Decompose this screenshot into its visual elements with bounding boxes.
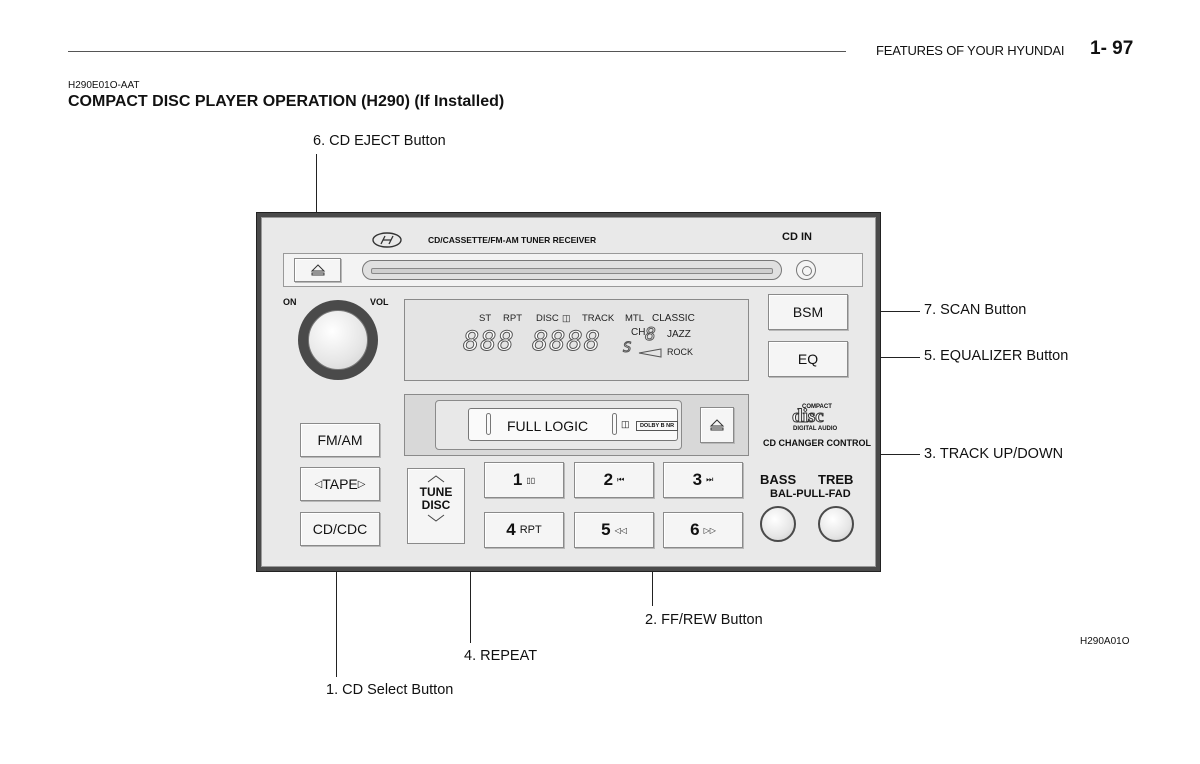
leader-scan <box>844 311 920 312</box>
callout-track: 3. TRACK UP/DOWN <box>924 446 1064 462</box>
preset-5-rewind-button[interactable]: 5 ◁◁ <box>574 512 654 548</box>
rewind-icon: ◁◁ <box>614 525 627 535</box>
signal-wedge-icon <box>638 348 662 358</box>
preset-2-track-down-button[interactable]: 2 ⏮ <box>574 462 654 498</box>
indicator-mtl: MTL <box>625 313 644 324</box>
tape-left-arrow-icon: ◁ <box>314 478 323 490</box>
preset-3-number: 3 <box>692 470 703 489</box>
preset-1-number: 1 <box>512 470 523 489</box>
tape-reel-right <box>612 413 617 435</box>
leader-cd-select <box>336 542 337 677</box>
cd-cdc-button[interactable]: CD/CDC <box>300 512 380 546</box>
track-down-icon: ⏮ <box>617 475 625 484</box>
bal-fad-label: BAL-PULL-FAD <box>770 488 851 500</box>
indicator-track: TRACK <box>582 313 615 324</box>
cd-in-indicator <box>796 260 816 280</box>
cd-logo-disc: disc <box>792 406 825 428</box>
preset-1-symbol: ▯▯ <box>526 475 536 485</box>
preset-4-repeat-button[interactable]: 4 RPT <box>484 512 564 548</box>
preset-4-number: 4 <box>506 520 516 539</box>
fast-forward-icon: ▷▷ <box>703 525 716 535</box>
callout-cd-eject: 6. CD EJECT Button <box>313 133 446 149</box>
indicator-rock: ROCK <box>667 347 694 357</box>
dolby-symbol-icon: ◫ <box>621 419 630 429</box>
track-up-icon: ⏭ <box>706 475 714 484</box>
indicator-ch: CH <box>631 327 646 338</box>
cassette-door[interactable]: FULL LOGIC ◫ DOLBY B NR <box>435 400 682 450</box>
s-glyph: S <box>622 340 633 357</box>
indicator-st: ST <box>479 313 492 324</box>
document-code: H290E01O-AAT <box>68 80 140 91</box>
channel-digit: 8 <box>645 324 657 346</box>
treble-fader-knob[interactable] <box>818 506 854 542</box>
page-number: 1- 97 <box>1090 38 1134 59</box>
disc-label: DISC <box>421 498 451 512</box>
tape-button[interactable]: ◁ TAPE ▷ <box>300 467 380 501</box>
preset-3-track-up-button[interactable]: 3 ⏭ <box>663 462 743 498</box>
repeat-label: RPT <box>519 524 542 536</box>
cd-changer-label: CD CHANGER CONTROL <box>763 438 871 448</box>
receiver-label: CD/CASSETTE/FM-AM TUNER RECEIVER <box>428 235 597 245</box>
cd-slot <box>362 260 782 280</box>
tune-disc-button[interactable]: TUNE DISC <box>407 468 465 544</box>
chevron-up-icon <box>427 475 445 483</box>
bsm-scan-button[interactable]: BSM <box>768 294 848 330</box>
preset-6-number: 6 <box>690 520 700 539</box>
volume-knob-cap <box>308 310 368 370</box>
lcd-display: ST RPT DISC ◫ TRACK MTL CLASSIC 888 8888… <box>404 299 749 381</box>
dolby-nr-label: DOLBY B NR <box>636 421 678 431</box>
dolby-indicator-icon: ◫ <box>562 313 571 323</box>
figure-code: H290A01O <box>1080 636 1130 647</box>
radio-unit: CD/CASSETTE/FM-AM TUNER RECEIVER CD IN O… <box>256 212 881 572</box>
cassette-window: FULL LOGIC ◫ DOLBY B NR <box>468 408 678 441</box>
indicator-rpt: RPT <box>503 313 522 324</box>
bass-balance-knob[interactable] <box>760 506 796 542</box>
bass-label: BASS <box>760 472 797 487</box>
cassette-deck: FULL LOGIC ◫ DOLBY B NR <box>404 394 749 456</box>
leader-equalizer <box>844 357 920 358</box>
callout-ff-rew: 2. FF/REW Button <box>645 612 763 628</box>
hyundai-logo-icon <box>372 232 402 248</box>
volume-knob[interactable] <box>298 300 378 380</box>
cd-logo-compact: COMPACT <box>802 404 832 410</box>
header-section-title: FEATURES OF YOUR HYUNDAI <box>876 43 1065 58</box>
indicator-jazz: JAZZ <box>667 329 691 340</box>
preset-1-button[interactable]: 1 ▯▯ <box>484 462 564 498</box>
callout-cd-select: 1. CD Select Button <box>326 682 454 698</box>
callout-scan: 7. SCAN Button <box>924 302 1027 318</box>
tape-reel-left <box>486 413 491 435</box>
knob-on-label: ON <box>283 297 297 307</box>
preset-6-fast-forward-button[interactable]: 6 ▷▷ <box>663 512 743 548</box>
tape-eject-button[interactable] <box>700 407 734 443</box>
cd-slot-strip <box>283 253 863 287</box>
preset-5-number: 5 <box>601 520 611 539</box>
tape-right-arrow-icon: ▷ <box>357 478 366 490</box>
treb-label: TREB <box>818 472 854 487</box>
segment-digits: 888 8888 <box>462 326 602 358</box>
knob-vol-label: VOL <box>370 297 389 307</box>
full-logic-label: FULL LOGIC <box>507 418 589 434</box>
radio-faceplate: CD/CASSETTE/FM-AM TUNER RECEIVER CD IN O… <box>261 217 876 567</box>
fm-am-button[interactable]: FM/AM <box>300 423 380 457</box>
page-title: COMPACT DISC PLAYER OPERATION (H290) (If… <box>68 93 505 110</box>
callout-equalizer: 5. EQUALIZER Button <box>924 348 1069 364</box>
tune-label: TUNE <box>419 485 453 499</box>
tape-button-label: TAPE <box>322 476 358 492</box>
eq-button[interactable]: EQ <box>768 341 848 377</box>
leader-repeat <box>470 525 471 643</box>
indicator-classic: CLASSIC <box>652 313 695 324</box>
cd-in-label: CD IN <box>782 231 812 243</box>
header-rule <box>68 51 846 52</box>
indicator-disc: DISC <box>536 313 559 324</box>
eject-icon <box>310 264 325 276</box>
chevron-down-icon <box>427 514 445 522</box>
cd-logo-digital: DIGITAL AUDIO <box>793 426 838 432</box>
leader-ff-rew <box>652 550 653 606</box>
callout-repeat: 4. REPEAT <box>464 648 538 664</box>
cd-eject-button[interactable] <box>294 258 341 282</box>
preset-2-number: 2 <box>603 470 614 489</box>
eject-icon <box>709 419 725 431</box>
